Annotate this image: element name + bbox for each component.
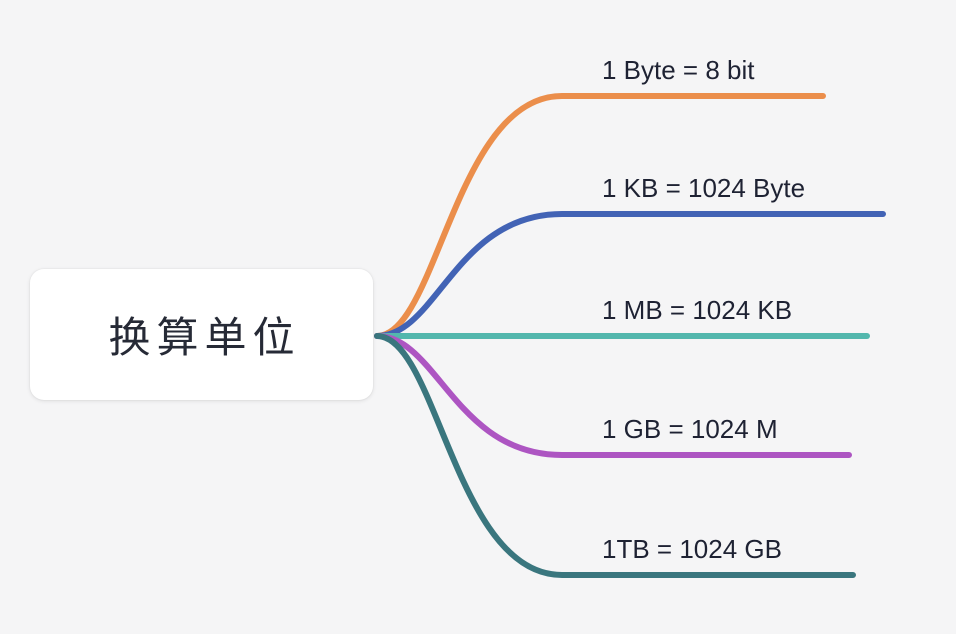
branch-node-byte[interactable]: 1 Byte = 8 bit: [602, 55, 755, 85]
branch-connector: [374, 93, 826, 339]
branch-node-mb[interactable]: 1 MB = 1024 KB: [602, 295, 793, 325]
branch-node-kb[interactable]: 1 KB = 1024 Byte: [602, 173, 806, 203]
branch-connector: [374, 333, 852, 458]
root-node[interactable]: 换算单位: [30, 269, 373, 400]
branch-connector: [374, 333, 856, 578]
root-node-label: 换算单位: [108, 314, 301, 361]
branch-connector: [374, 211, 886, 339]
branch-node-gb[interactable]: 1 GB = 1024 M: [602, 414, 778, 444]
branch-node-tb[interactable]: 1TB = 1024 GB: [602, 534, 782, 564]
